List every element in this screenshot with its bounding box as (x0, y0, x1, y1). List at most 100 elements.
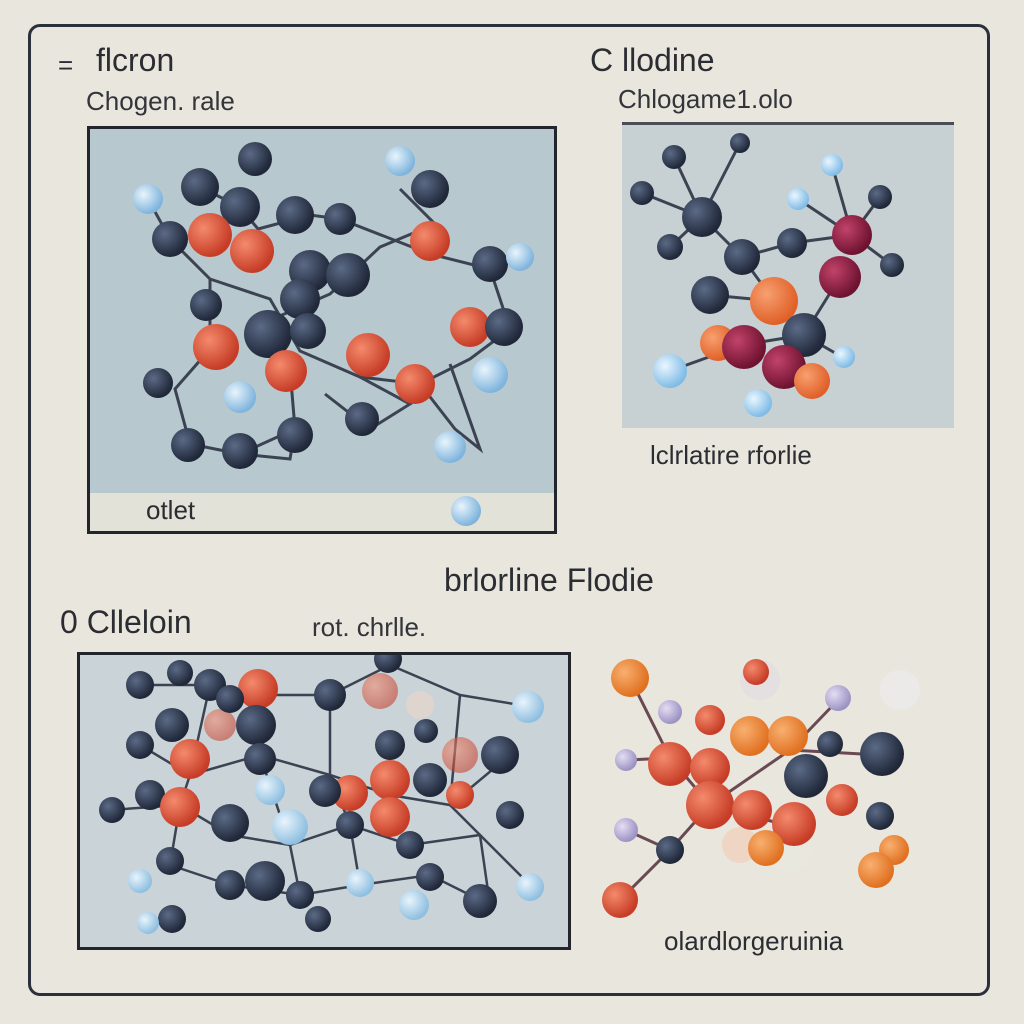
atom (485, 308, 523, 346)
atom (143, 368, 173, 398)
atom (832, 215, 872, 255)
atom (135, 780, 165, 810)
atom (858, 852, 894, 888)
atom (399, 890, 429, 920)
atom (326, 253, 370, 297)
atom (866, 802, 894, 830)
atom (128, 869, 152, 893)
atom (309, 775, 341, 807)
atom (305, 906, 331, 932)
atom (880, 670, 920, 710)
atom (472, 246, 508, 282)
atom (512, 691, 544, 723)
equals-icon: = (58, 50, 74, 80)
atom (204, 709, 236, 741)
top-right-title: C llodine (590, 42, 715, 78)
atom (658, 700, 682, 724)
atom (516, 873, 544, 901)
top-right-subtitle: Chlogame1.olo (618, 84, 793, 114)
atom (794, 363, 830, 399)
molecule-panel-2 (622, 122, 954, 428)
atom (362, 673, 398, 709)
atom (434, 431, 466, 463)
atom (868, 185, 892, 209)
atom (451, 496, 481, 526)
atom (324, 203, 356, 235)
atom (611, 659, 649, 697)
panel-2-caption: lclrlatire rforlie (650, 440, 812, 470)
atom (272, 809, 308, 845)
atom (826, 784, 858, 816)
atom (880, 253, 904, 277)
atom (777, 228, 807, 258)
atom (821, 154, 843, 176)
atom (255, 775, 285, 805)
atom (336, 811, 364, 839)
atom (406, 691, 434, 719)
atom (238, 142, 272, 176)
atom (463, 884, 497, 918)
atom (211, 804, 249, 842)
atom (411, 170, 449, 208)
atom (314, 679, 346, 711)
atom (155, 708, 189, 742)
atom (133, 184, 163, 214)
atom (695, 705, 725, 735)
atom (722, 325, 766, 369)
atom (450, 307, 490, 347)
atom (782, 313, 826, 357)
atom (160, 787, 200, 827)
atom (370, 760, 410, 800)
atom (370, 797, 410, 837)
atom (126, 671, 154, 699)
atom (290, 313, 326, 349)
atom (686, 781, 734, 829)
atom (656, 836, 684, 864)
atom (442, 737, 478, 773)
atom (481, 736, 519, 774)
outer-frame (28, 24, 990, 996)
atom (170, 739, 210, 779)
molecule-illustration-4 (602, 659, 920, 918)
atom (190, 289, 222, 321)
atom (230, 229, 274, 273)
atom (732, 790, 772, 830)
atom (506, 243, 534, 271)
atom (244, 743, 276, 775)
molecule-panel-1: otlet (87, 126, 557, 534)
atom (137, 912, 159, 934)
panel-1-caption: otlet (146, 495, 196, 525)
atom (472, 357, 508, 393)
atom (385, 146, 415, 176)
atom (280, 279, 320, 319)
top-left-title: flcron (96, 42, 175, 78)
atom (860, 732, 904, 776)
atom (730, 716, 770, 756)
atom (286, 881, 314, 909)
atom (819, 256, 861, 298)
atom (193, 324, 239, 370)
bottom-mid-label: rot. chrlle. (312, 612, 427, 642)
atom (277, 417, 313, 453)
atom (171, 428, 205, 462)
atom (395, 364, 435, 404)
atom (222, 433, 258, 469)
atom (657, 234, 683, 260)
molecule-illustration-1 (133, 142, 534, 526)
atom (833, 346, 855, 368)
atom (265, 350, 307, 392)
atom (825, 685, 851, 711)
atom (413, 763, 447, 797)
atom (220, 187, 260, 227)
atom (414, 719, 438, 743)
atom (374, 655, 402, 673)
atom (772, 802, 816, 846)
atom (236, 705, 276, 745)
atom (346, 869, 374, 897)
atom (346, 333, 390, 377)
atom (784, 754, 828, 798)
atom (375, 730, 405, 760)
atom (244, 310, 292, 358)
atom (345, 402, 379, 436)
top-left-subtitle: Chogen. rale (86, 86, 235, 116)
